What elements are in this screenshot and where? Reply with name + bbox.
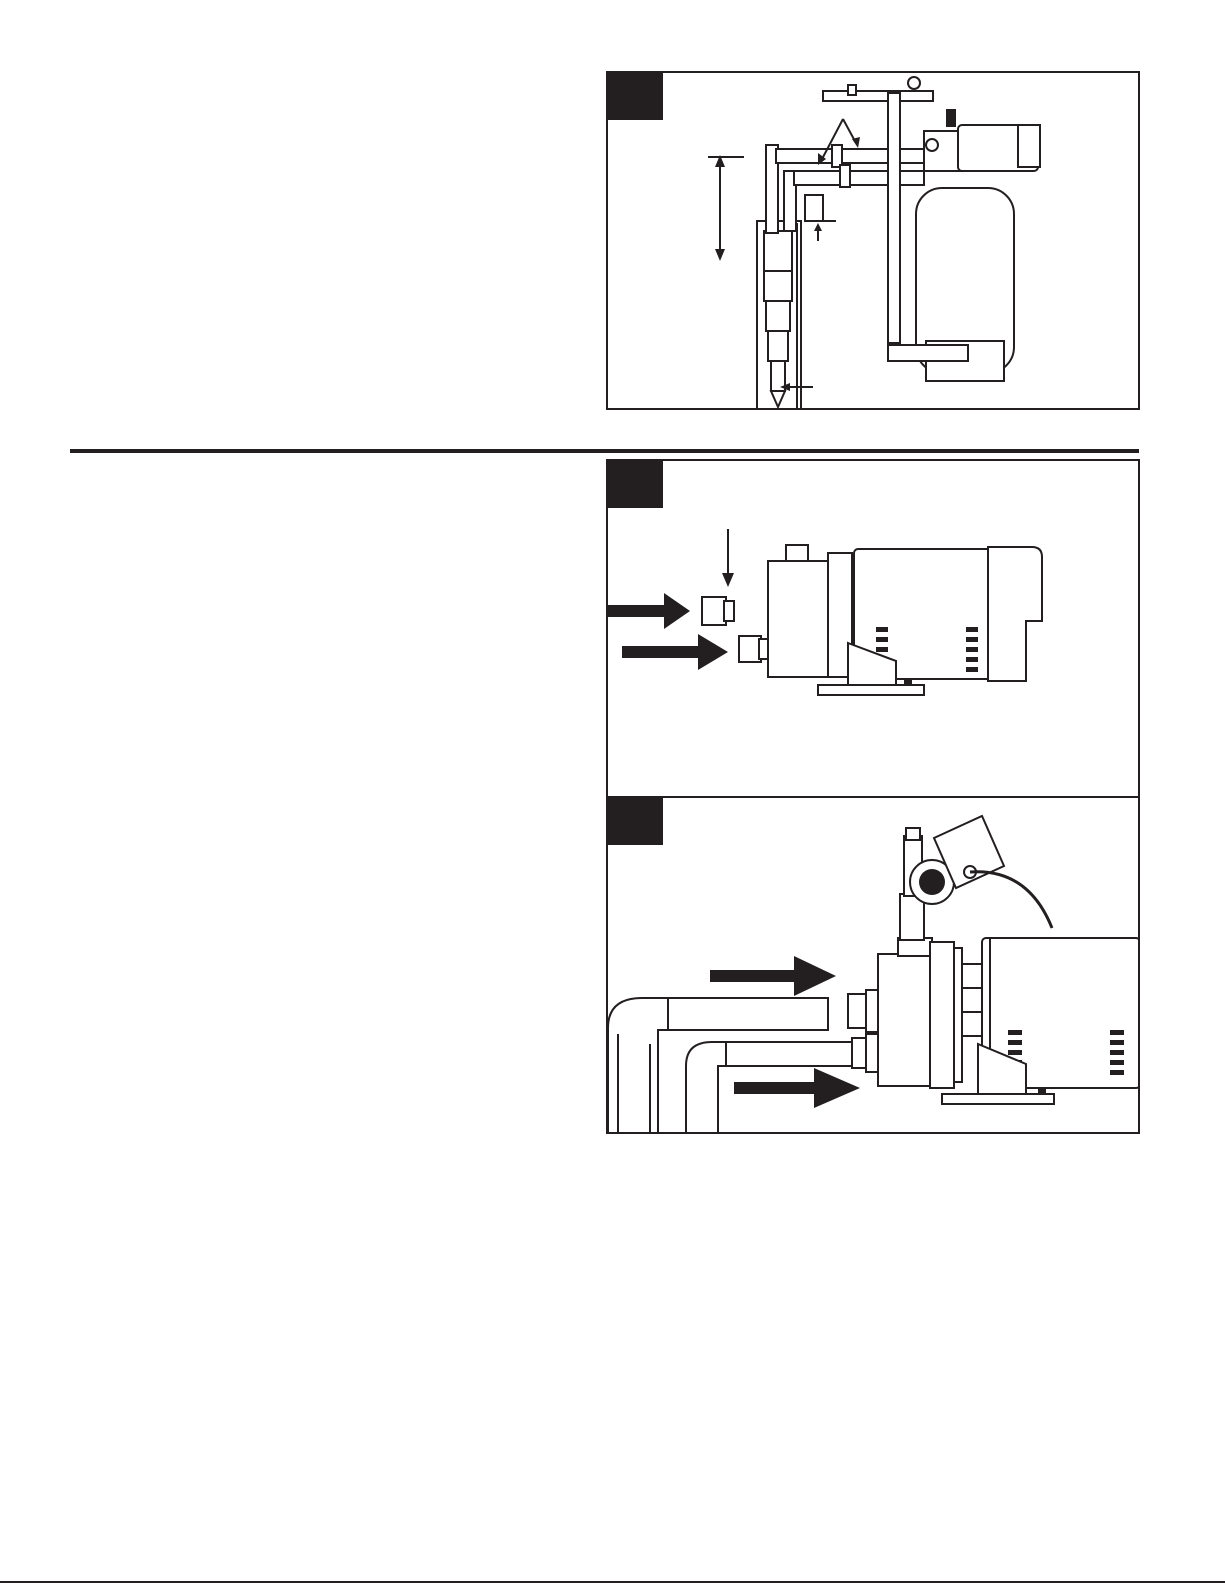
power-cord: [970, 872, 1052, 928]
figure-3-panel: [606, 796, 1140, 1134]
pump-fittings-drawing: [608, 461, 1140, 798]
well-installation-drawing: [608, 73, 1140, 410]
pressure-gauge: [908, 77, 920, 89]
pump-casing: [768, 561, 828, 677]
riser-pipe: [888, 93, 900, 343]
arrow-upper-pipe: [710, 956, 836, 996]
arrow-upper-fitting: [608, 593, 690, 629]
figure-1-panel: [606, 71, 1140, 410]
pump-base: [818, 685, 924, 695]
page-bottom-rule: [0, 1581, 1225, 1583]
pump-casing: [878, 954, 930, 1086]
fitting-upper: [702, 597, 726, 625]
fitting-lower: [739, 636, 761, 662]
arrow-lower-pipe: [734, 1068, 860, 1108]
section-divider: [70, 449, 1139, 453]
pump-piping-drawing: [608, 798, 1140, 1134]
pump-base: [942, 1094, 1054, 1104]
arrow-lower-fitting: [622, 634, 728, 670]
figure-2-panel: [606, 459, 1140, 798]
